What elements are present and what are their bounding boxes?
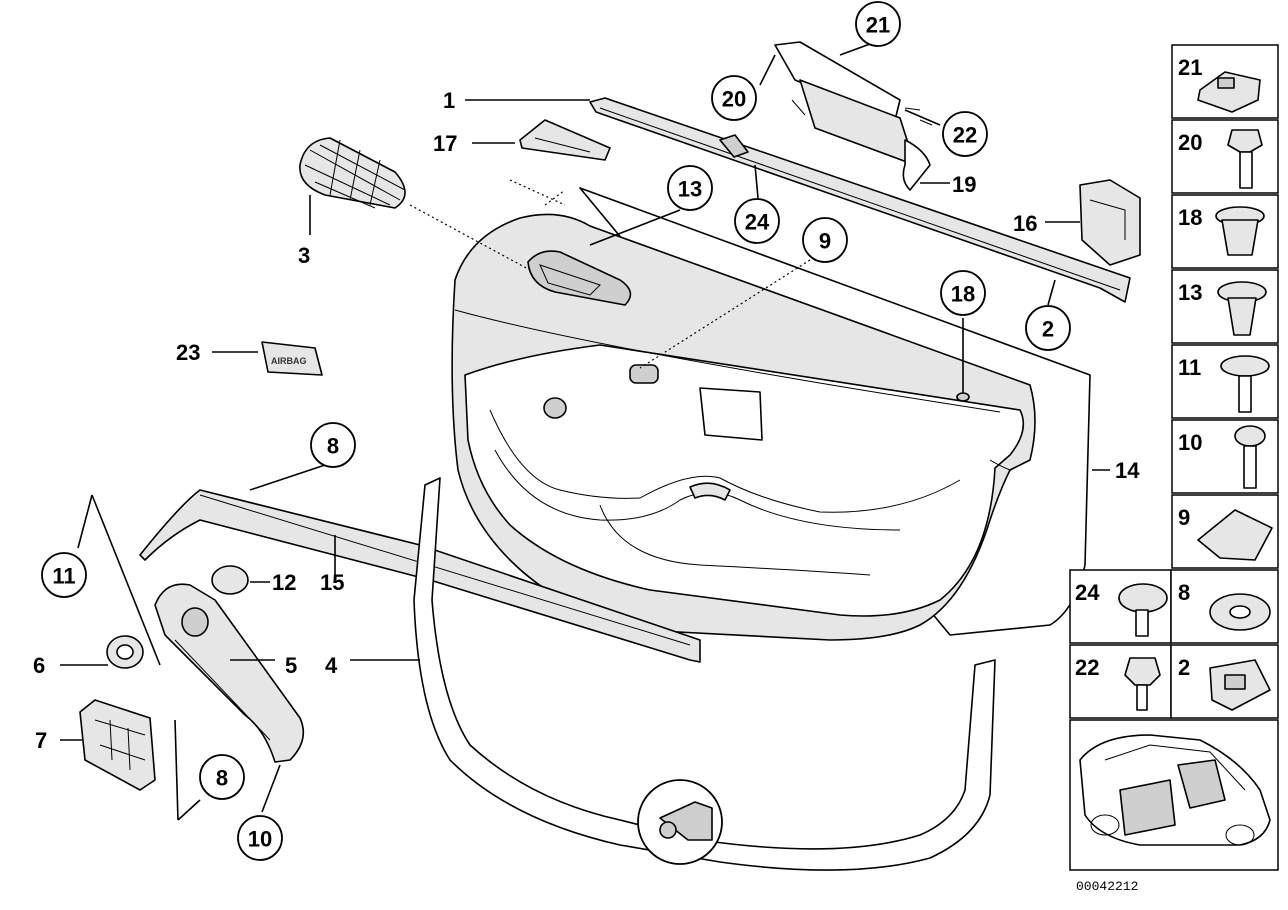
legend-row-13: 13 — [1171, 269, 1279, 344]
legend-label-10: 10 — [1178, 430, 1202, 455]
callout-13-text: 13 — [678, 177, 702, 202]
vehicle-locator — [1069, 719, 1279, 871]
legend-label-13: 13 — [1178, 280, 1202, 305]
callout-2: 2 — [1025, 305, 1071, 351]
legend-row-18: 18 — [1171, 194, 1279, 269]
callout-24-text: 24 — [745, 210, 770, 235]
callout-8-lower: 8 — [199, 754, 245, 800]
trim-clip-24-stem-icon — [1135, 609, 1149, 637]
legend-label-8: 8 — [1178, 580, 1190, 605]
cap-12 — [211, 565, 249, 595]
callout-20-top: 20 — [711, 75, 757, 121]
callout-22-text: 22 — [953, 123, 977, 148]
callout-17: 17 — [433, 131, 457, 156]
callout-1: 1 — [443, 88, 455, 113]
callout-19: 19 — [952, 172, 976, 197]
legend-label-24: 24 — [1075, 580, 1100, 605]
callout-9: 9 — [802, 217, 848, 263]
screw-head-icon — [1220, 355, 1270, 377]
legend-label-11: 11 — [1178, 355, 1201, 380]
callout-6: 6 — [33, 653, 45, 678]
handle-cover-17 — [519, 119, 611, 161]
window-seal-strip — [589, 97, 1131, 303]
clip-2-window-icon — [1224, 674, 1246, 690]
star-clip-8-center-icon — [1229, 605, 1251, 619]
callout-14: 14 — [1115, 458, 1140, 483]
legend-row-11: 11 — [1171, 344, 1279, 419]
airbag-badge-23: AIRBAG — [261, 341, 323, 376]
door-highlight-rear-icon — [1177, 759, 1226, 809]
legend-label-20: 20 — [1178, 130, 1202, 155]
spring-nut-icon — [1197, 509, 1273, 561]
nut-clip-detail-icon — [1217, 77, 1235, 89]
callout-16: 16 — [1013, 211, 1037, 236]
callout-15: 15 — [320, 570, 344, 595]
legend-label-21: 21 — [1178, 55, 1202, 80]
door-trim-panel — [451, 187, 1091, 641]
callout-7: 7 — [35, 728, 47, 753]
callout-3: 3 — [298, 243, 310, 268]
callout-10: 10 — [237, 815, 283, 861]
clip-16 — [1079, 179, 1141, 266]
seal-section-detail — [637, 779, 723, 865]
callout-8-upper-text: 8 — [327, 434, 339, 459]
bolt-shaft-icon — [1239, 151, 1253, 189]
callout-18: 18 — [940, 270, 986, 316]
screw-10-shaft-icon — [1243, 445, 1257, 489]
callout-23: 23 — [176, 340, 200, 365]
callout-10-text: 10 — [248, 827, 272, 852]
legend-row-20: 20 — [1171, 119, 1279, 194]
legend-label-2: 2 — [1178, 655, 1190, 680]
rivet-body-icon — [1221, 219, 1259, 256]
callout-13: 13 — [667, 165, 713, 211]
callout-2-text: 2 — [1042, 317, 1054, 342]
callout-18-text: 18 — [951, 282, 975, 307]
callout-21-top: 21 — [855, 1, 901, 47]
legend-row-9: 9 — [1171, 494, 1279, 569]
screw-shaft-icon — [1238, 375, 1252, 413]
callout-9-text: 9 — [819, 229, 831, 254]
callout-5: 5 — [285, 653, 297, 678]
door-seal-4 — [413, 477, 996, 871]
screw-10-head-icon — [1234, 425, 1266, 447]
callout-11: 11 — [41, 552, 87, 598]
legend-label-22: 22 — [1075, 655, 1099, 680]
hex-bolt-icon — [1227, 129, 1263, 153]
callout-8-lower-text: 8 — [216, 766, 228, 791]
nut-clip-icon — [1197, 71, 1261, 113]
legend-row-10: 10 — [1171, 419, 1279, 494]
callout-24: 24 — [734, 198, 780, 244]
legend-label-9: 9 — [1178, 505, 1190, 530]
callout-12: 12 — [272, 570, 296, 595]
diagram-code: 00042212 — [1076, 879, 1138, 894]
callout-21-text: 21 — [866, 13, 890, 38]
washer-6 — [106, 635, 144, 669]
trim-clip-24-icon — [1118, 583, 1168, 613]
bracket-7 — [79, 699, 156, 791]
callout-22-top: 22 — [942, 111, 988, 157]
callout-8-upper: 8 — [310, 422, 356, 468]
leader-lines — [60, 43, 1110, 821]
fastener-legend: 21 20 18 13 11 — [1069, 44, 1279, 871]
speaker-grille-3 — [299, 137, 406, 209]
mirror-bracket — [774, 41, 933, 191]
legend-row-22-2: 22 2 — [1069, 644, 1279, 719]
callout-4: 4 — [325, 653, 338, 678]
callout-11-text: 11 — [52, 564, 75, 589]
push-clip-body-icon — [1227, 297, 1257, 336]
legend-row-21: 21 — [1171, 44, 1279, 119]
pull-handle-5 — [154, 583, 305, 763]
door-highlight-front-icon — [1119, 779, 1176, 836]
clip-22-icon — [1124, 657, 1161, 686]
legend-row-24-8: 24 8 — [1069, 569, 1279, 644]
clip-22-stem-icon — [1136, 684, 1148, 711]
callout-20-text: 20 — [722, 87, 746, 112]
airbag-badge-text: AIRBAG — [271, 356, 307, 366]
legend-label-18: 18 — [1178, 205, 1202, 230]
